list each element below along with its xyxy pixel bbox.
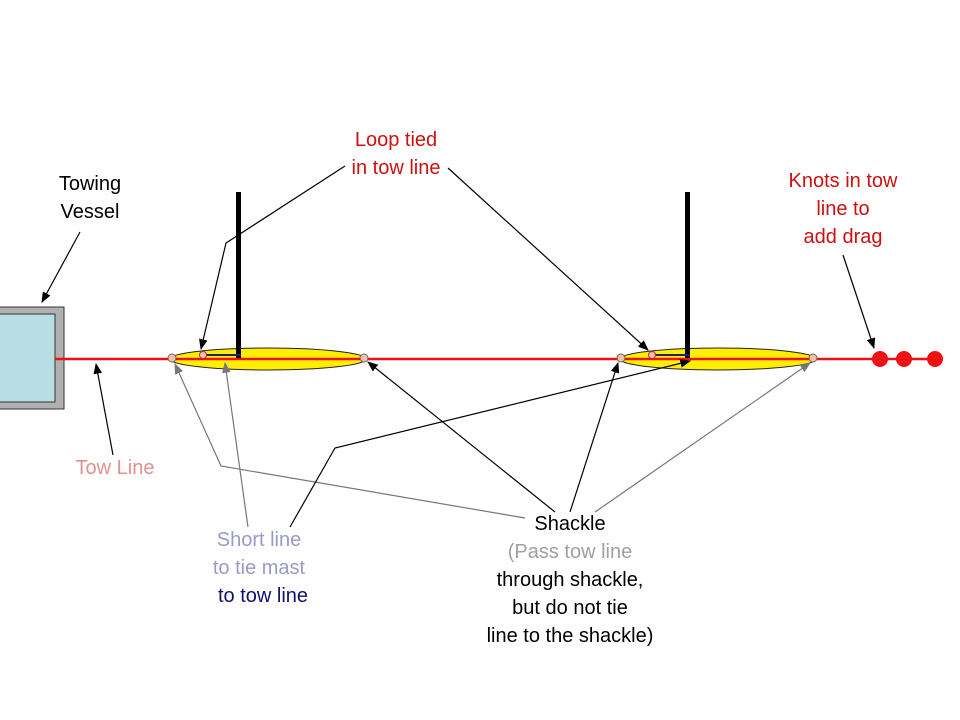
knots-line-2: line to <box>816 198 870 220</box>
arrow-shackle-2b <box>594 362 811 513</box>
shackle-note-line-1: (Pass tow line <box>507 541 633 563</box>
short-line-label: Short line to tie mast to tow line <box>196 526 322 610</box>
shackle-title: Shackle <box>534 513 606 535</box>
loop-1 <box>199 351 207 359</box>
towing-vessel-label: Towing Vessel <box>40 170 140 226</box>
knots-label: Knots in tow line to add drag <box>770 167 916 251</box>
shackle-note-line-4: line to the shackle) <box>486 625 654 647</box>
knot <box>927 351 943 367</box>
short-line-line-1: Short line <box>216 529 302 551</box>
knot <box>872 351 888 367</box>
short-line-line-2: to tie mast <box>212 557 306 579</box>
arrow-short-line-1 <box>222 361 249 528</box>
shackle-2b <box>808 353 818 363</box>
short-line-line-3: to tow line <box>217 585 309 607</box>
towing-vessel <box>0 306 65 410</box>
mast-2 <box>685 192 690 358</box>
arrow-loop-2 <box>447 167 649 351</box>
shackle-note-line-3: but do not tie <box>512 597 628 619</box>
arrow-shackle-1a <box>174 363 526 519</box>
arrow-knots <box>842 254 876 350</box>
knots-line-1: Knots in tow <box>788 170 898 192</box>
arrow-vessel <box>41 231 81 303</box>
knots-line-3: add drag <box>803 226 883 248</box>
mast-1 <box>236 192 241 358</box>
knots-group <box>872 351 943 367</box>
arrow-shackle-2a <box>569 361 620 513</box>
arrow-tow-line <box>93 362 114 456</box>
loop-tied-line-1: Loop tied <box>354 129 438 151</box>
knot <box>896 351 912 367</box>
tow-line-label: Tow Line <box>75 457 155 479</box>
towing-vessel-line-1: Towing <box>58 173 122 195</box>
loop-tied-label: Loop tied in tow line <box>336 126 456 182</box>
shackle-note-line-2: through shackle, <box>496 569 644 591</box>
shackle-1a <box>167 353 177 363</box>
shackle-1b <box>359 353 369 363</box>
arrow-loop-1 <box>199 165 346 351</box>
loop-2 <box>648 351 656 359</box>
loop-tied-line-2: in tow line <box>351 157 441 179</box>
shackle-2a <box>616 353 626 363</box>
shackle-label: Shackle (Pass tow line through shackle, … <box>450 510 690 650</box>
arrow-short-line-2 <box>289 359 692 528</box>
arrow-shackle-1b <box>367 361 556 513</box>
towing-vessel-line-2: Vessel <box>60 201 120 223</box>
